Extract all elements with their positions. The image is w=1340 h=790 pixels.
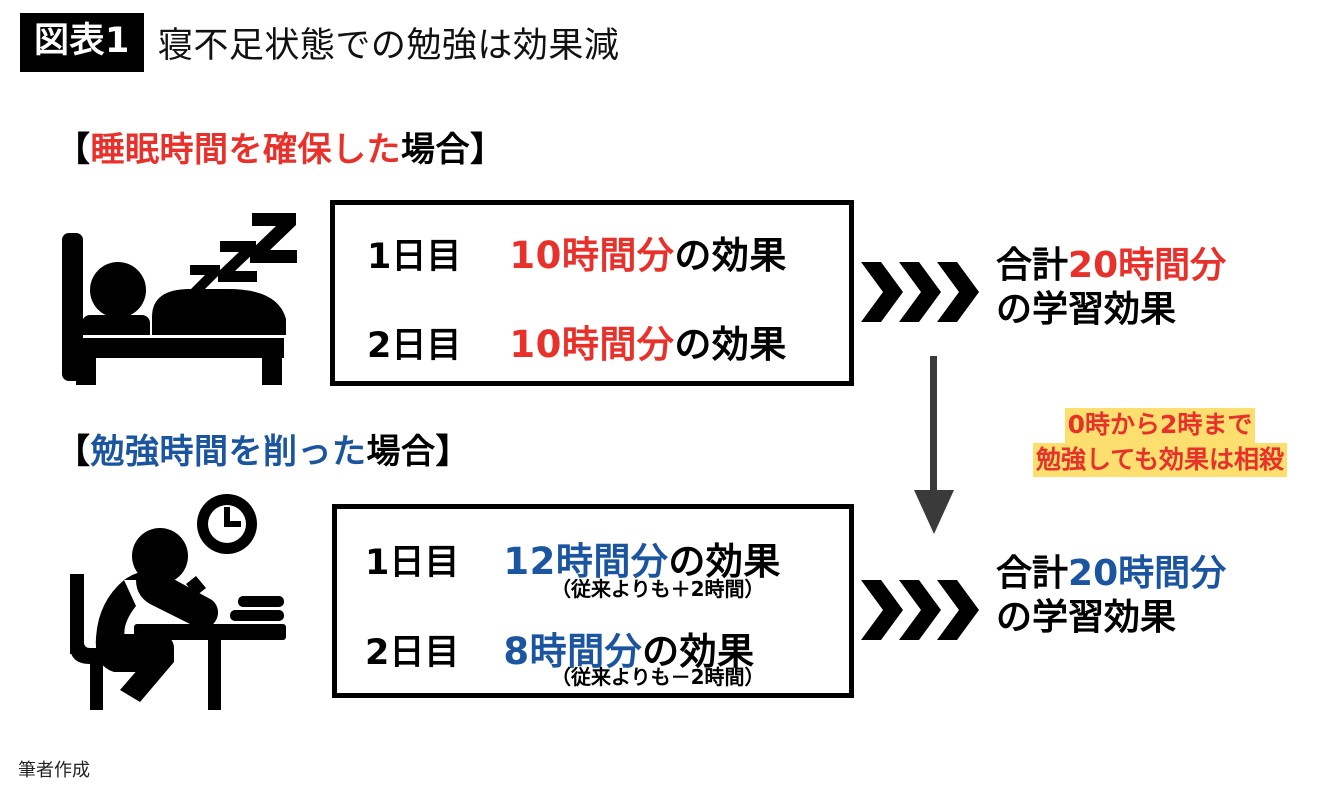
page-title: 図表1 寝不足状態での勉強は効果減	[20, 13, 619, 72]
effect-suffix: の効果	[674, 323, 787, 366]
result-suffix: の学習効果	[996, 288, 1177, 330]
result-prefix: 合計	[996, 553, 1069, 594]
sleeping-person-in-bed-icon	[62, 205, 298, 389]
result-prefix: 合計	[996, 245, 1069, 286]
effect-amount: 10時間分	[509, 323, 675, 366]
person-studying-at-desk-with-clock-icon	[62, 488, 302, 717]
table-row: 1日目 12時間分の効果	[365, 531, 781, 585]
day-label: 1日目	[367, 237, 462, 277]
table-row: 1日目 10時間分の効果	[367, 225, 787, 279]
day-label: 2日目	[365, 633, 460, 673]
section-heading-sleep: 【睡眠時間を確保した場合】	[56, 122, 505, 171]
heading-tail-study: 場合】	[366, 432, 470, 472]
total-result-sleep: 合計20時間分 の学習効果	[996, 244, 1226, 332]
triple-chevron-right-icon	[861, 262, 985, 322]
effect-suffix: の効果	[668, 540, 781, 583]
heading-emphasis-study: 勉強時間を削った	[90, 432, 367, 472]
result-suffix: の学習効果	[996, 596, 1177, 638]
result-total: 20時間分	[1068, 245, 1227, 286]
effect-note: （従来よりも＋2時間）	[551, 577, 765, 601]
results-box-sleep: 1日目 10時間分の効果 2日目 10時間分の効果	[330, 200, 854, 386]
table-row: 2日目 8時間分の効果	[365, 621, 755, 675]
annotation-line-1: 0時から2時まで	[1064, 408, 1256, 443]
figure-number-badge: 図表1	[20, 13, 144, 72]
down-arrow-icon	[912, 356, 956, 540]
day-label: 2日目	[367, 326, 462, 366]
effect-amount: 10時間分	[509, 234, 675, 277]
table-row: 2日目 10時間分の効果	[367, 314, 787, 368]
annotation-note: 0時から2時まで 勉強しても効果は相殺	[1000, 408, 1320, 477]
effect-suffix: の効果	[674, 234, 787, 277]
bracket-open: 【	[56, 130, 91, 170]
bracket-open: 【	[56, 432, 91, 472]
annotation-line-2: 勉強しても効果は相殺	[1032, 442, 1287, 477]
section-heading-study: 【勉強時間を削った場合】	[56, 424, 470, 473]
results-box-study: 1日目 12時間分の効果 （従来よりも＋2時間） 2日目 8時間分の効果 （従来…	[332, 504, 854, 698]
triple-chevron-right-icon	[861, 580, 985, 640]
total-result-study: 合計20時間分 の学習効果	[996, 552, 1226, 640]
effect-suffix: の効果	[642, 630, 755, 673]
effect-note: （従来よりも－2時間）	[551, 665, 765, 689]
effect-amount: 8時間分	[503, 630, 643, 673]
source-credit: 筆者作成	[18, 760, 90, 781]
heading-emphasis-sleep: 睡眠時間を確保した	[90, 130, 401, 170]
figure-title-text: 寝不足状態での勉強は効果減	[157, 26, 620, 66]
effect-amount: 12時間分	[503, 540, 669, 583]
heading-tail-sleep: 場合】	[401, 130, 505, 170]
result-total: 20時間分	[1068, 553, 1227, 594]
day-label: 1日目	[365, 543, 460, 583]
